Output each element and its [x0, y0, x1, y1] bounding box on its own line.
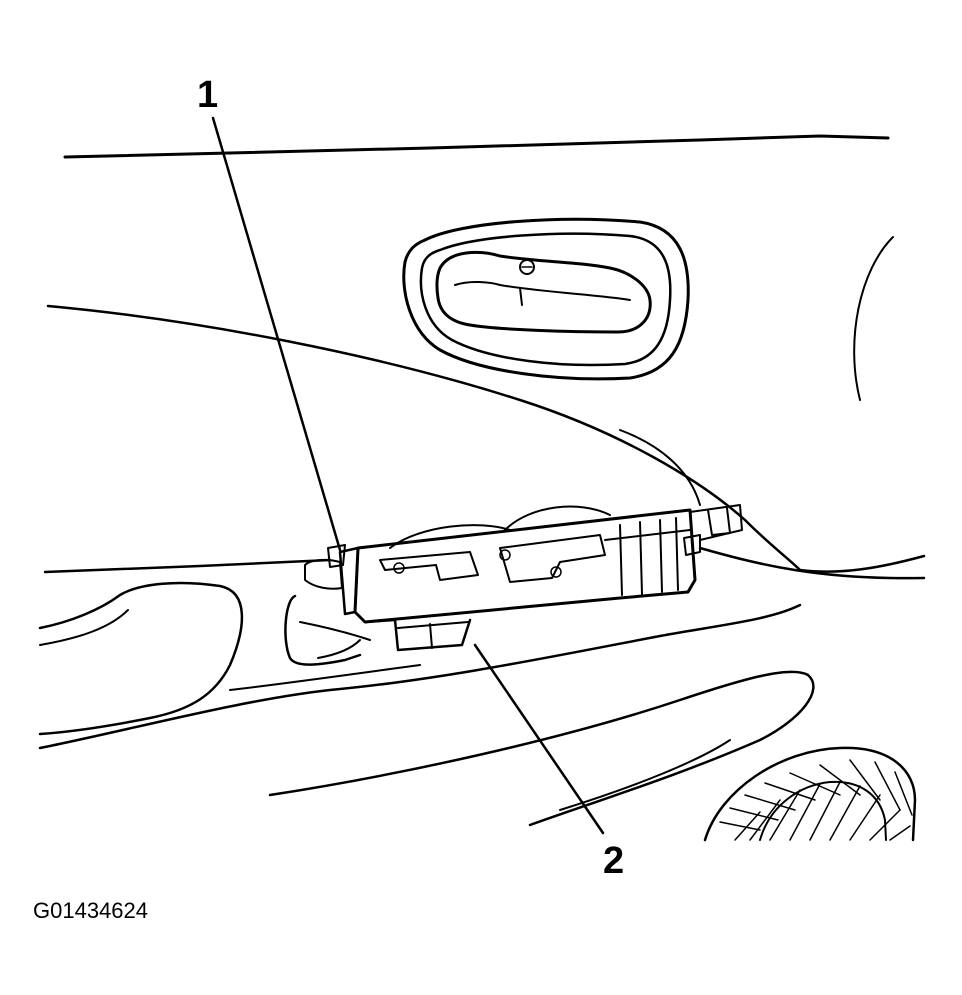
- door-pocket-inner: [559, 739, 731, 811]
- handle-bezel-outer: [402, 217, 690, 381]
- armrest-pull-cup-inner: [39, 609, 129, 646]
- callout-1-leader: [211, 116, 342, 552]
- armrest-lower-line: [38, 603, 802, 750]
- door-handle-lever: [435, 250, 652, 334]
- inner-trim-line: [619, 429, 701, 506]
- door-top-edge: [63, 134, 890, 159]
- door-rear-curve: [853, 236, 894, 401]
- callout-1-label: 1: [197, 74, 219, 116]
- switch-recess: [284, 594, 362, 666]
- callout-2-label: 2: [603, 840, 625, 882]
- switch-recess-inner: [299, 621, 371, 641]
- armrest-top-line: [43, 558, 332, 574]
- armrest-top-line-right: [698, 546, 926, 580]
- window-switch-assembly: [304, 504, 743, 659]
- upper-trim-line: [46, 304, 926, 573]
- handle-screw-icon: [519, 259, 535, 275]
- callout-2-leader: [473, 643, 605, 835]
- figure-id: G01434624: [33, 898, 148, 923]
- armrest-lower-line-2: [229, 664, 421, 691]
- armrest-pull-cup: [38, 581, 244, 736]
- handle-bezel-inner: [419, 232, 672, 367]
- door-handle-groove: [454, 281, 631, 301]
- handle-pivot-mark: [519, 287, 523, 306]
- door-pocket: [268, 670, 815, 827]
- speaker-grille-icon: [703, 746, 917, 842]
